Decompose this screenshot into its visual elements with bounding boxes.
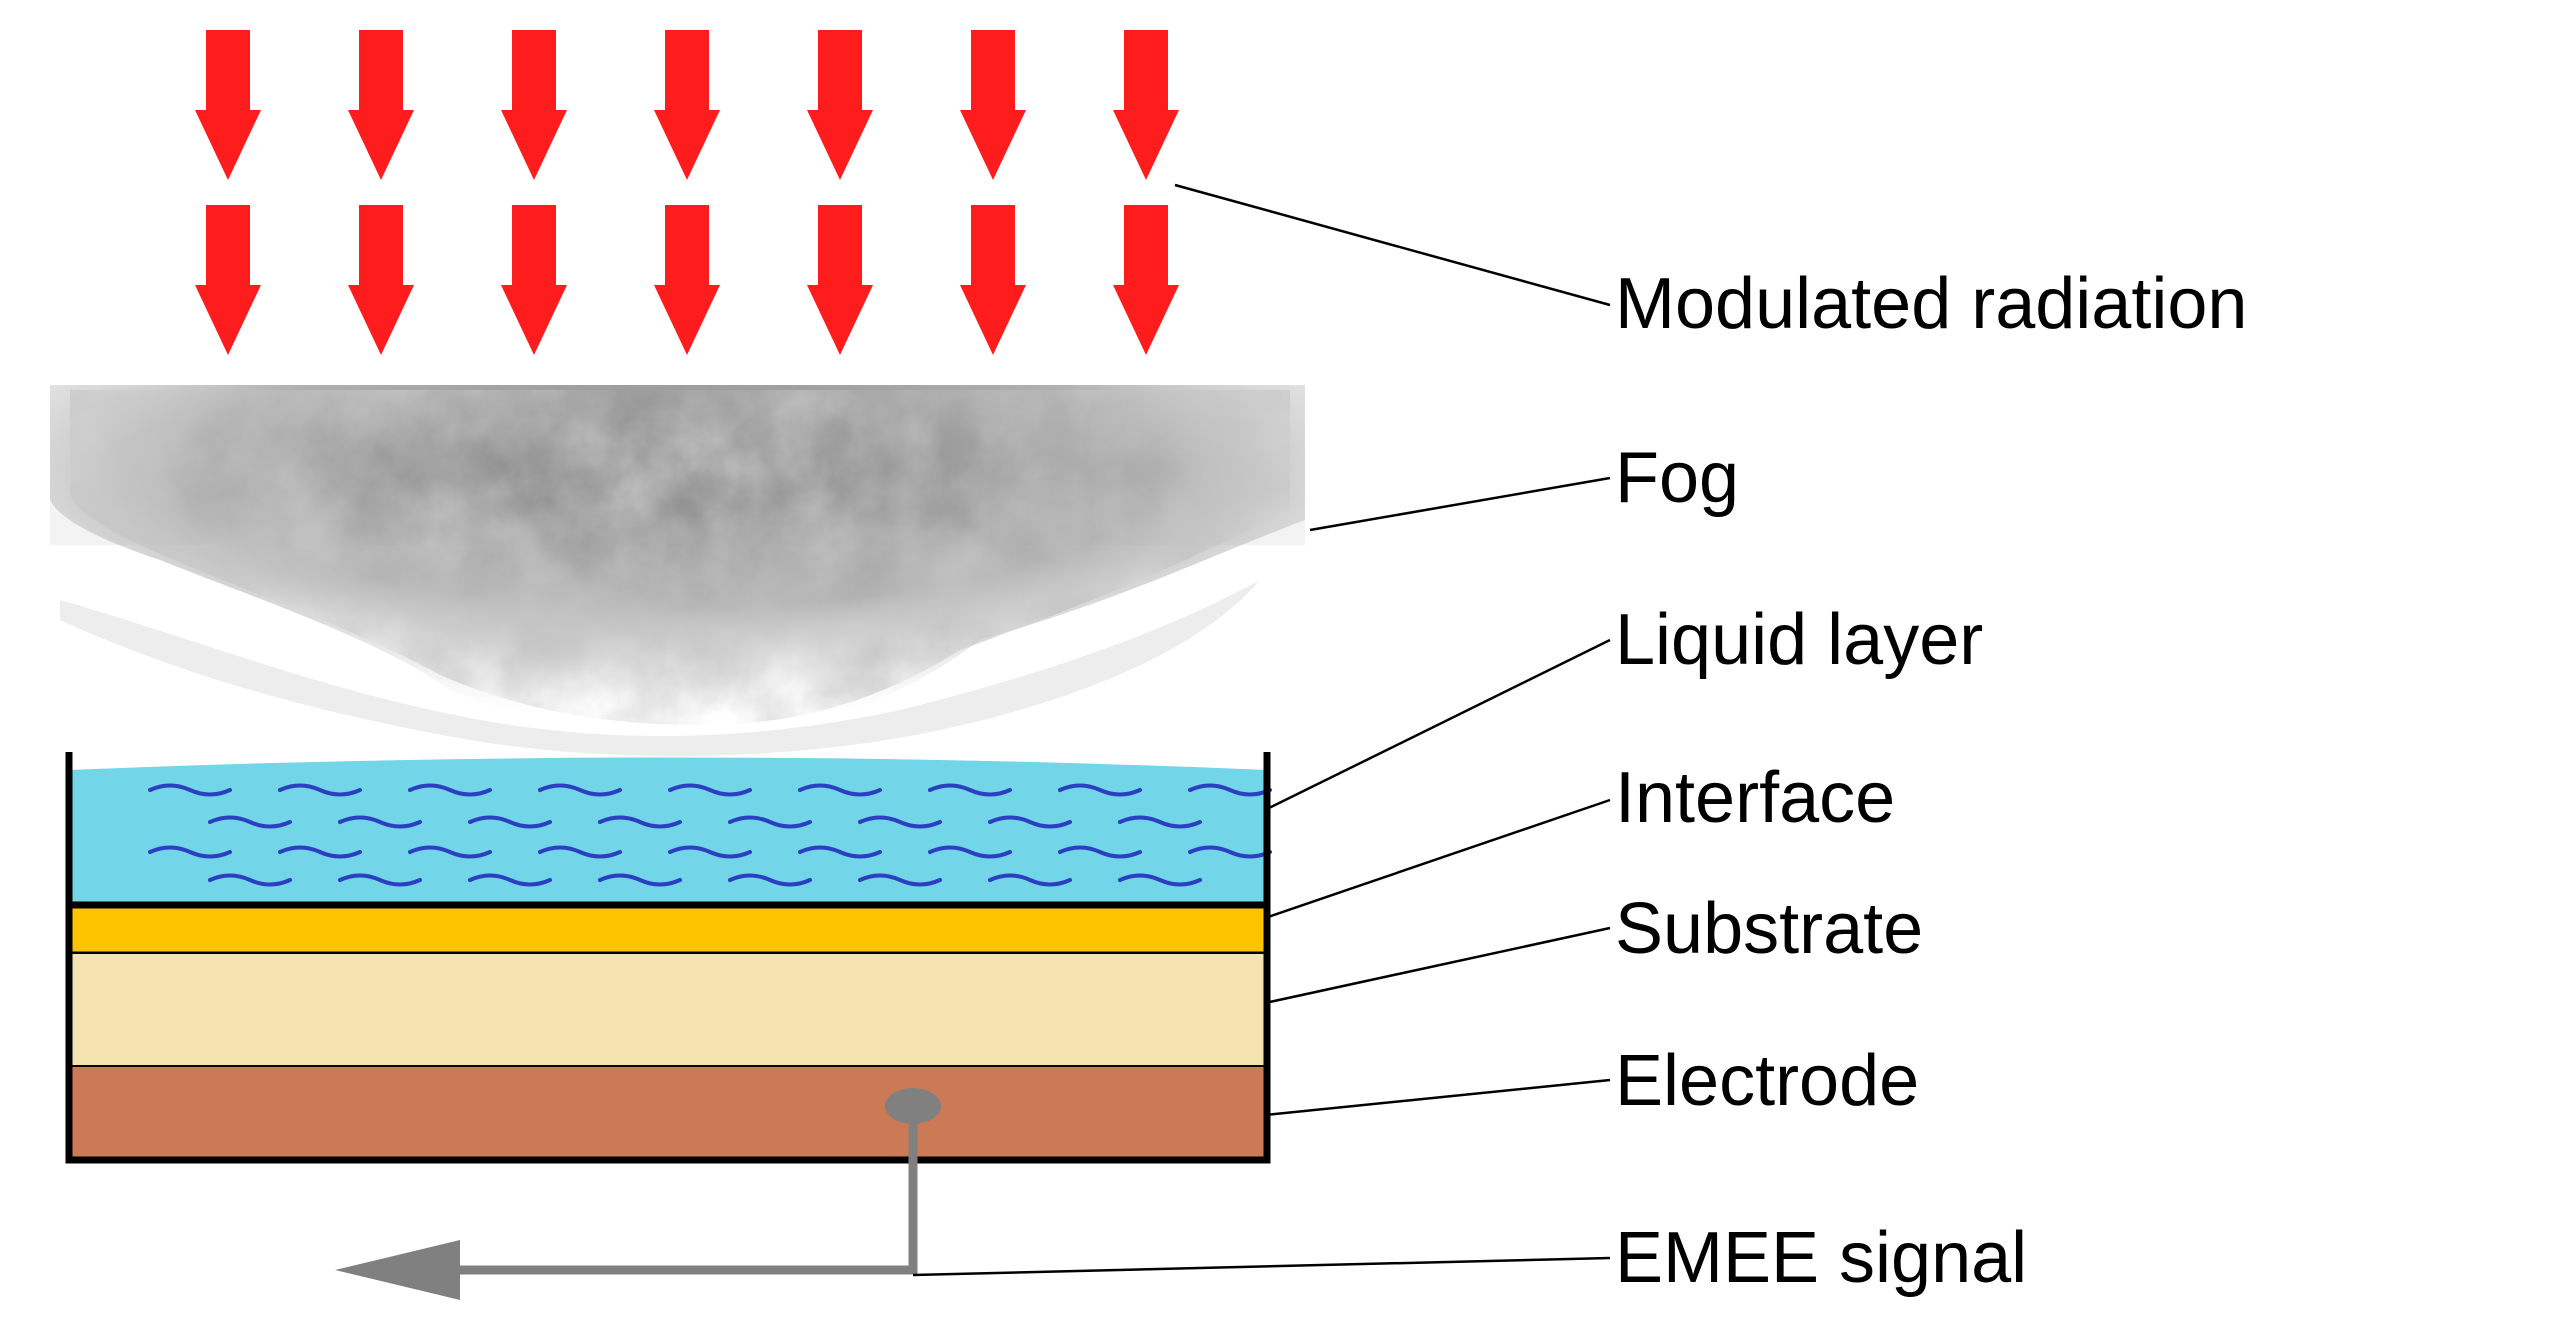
ripple-mark [928,783,1012,797]
radiation-arrow-icon [348,205,414,355]
radiation-arrow-icon [807,205,873,355]
liquid-ripples [148,783,1272,887]
label-emee-signal: EMEE signal [1615,1218,2027,1298]
ripple-mark [988,873,1072,887]
leader-lines [912,183,1611,1277]
leader-interface [1264,798,1611,920]
liquid-layer [69,757,1267,905]
signal-arrow-icon [335,1240,460,1300]
radiation-arrow-icon [348,30,414,180]
ripple-mark [858,815,942,829]
radiation-arrow-icon [501,205,567,355]
radiation-arrow-icon [807,30,873,180]
ripple-mark [208,873,292,887]
ripple-mark [148,845,232,859]
ripple-mark [468,873,552,887]
radiation-arrow-icon [1113,205,1179,355]
leader-fog [1309,476,1611,532]
radiation-arrow-icon [1113,30,1179,180]
label-electrode: Electrode [1615,1041,1919,1121]
ripple-mark [798,783,882,797]
ripple-mark [1058,783,1142,797]
leader-substrate [1264,926,1611,1005]
ripple-mark [468,815,552,829]
electrode-contact-dot [885,1088,941,1124]
ripple-mark [278,845,362,859]
radiation-arrow-icon [501,30,567,180]
ripple-mark [538,845,622,859]
ripple-mark [408,783,492,797]
ripple-mark [278,783,362,797]
leader-electrode [1264,1078,1611,1117]
ripple-mark [668,845,752,859]
radiation-arrow-icon [195,30,261,180]
ripple-mark [338,873,422,887]
radiation-arrow-icon [654,205,720,355]
ripple-mark [1188,845,1272,859]
ripple-mark [338,815,422,829]
interface-layer [69,905,1267,953]
leader-radiation [1174,183,1611,307]
ripple-mark [1118,873,1202,887]
radiation-arrows [195,30,1179,355]
fog-cloud [50,385,1305,757]
ripple-mark [148,783,232,797]
ripple-mark [988,815,1072,829]
fog-texture [70,390,1290,725]
ripple-mark [668,783,752,797]
ripple-mark [208,815,292,829]
ripple-mark [728,873,812,887]
radiation-arrow-icon [195,205,261,355]
radiation-arrow-icon [960,205,1026,355]
ripple-mark [858,873,942,887]
ripple-mark [928,845,1012,859]
ripple-mark [408,845,492,859]
leader-signal [912,1256,1611,1277]
sample-vessel [65,752,1272,1164]
signal-wire [335,1088,941,1300]
label-fog: Fog [1615,438,1739,518]
radiation-arrow-icon [654,30,720,180]
electrode-layer [69,1067,1267,1158]
substrate-layer [69,954,1267,1066]
ripple-mark [798,845,882,859]
label-modulated-radiation: Modulated radiation [1615,264,2247,344]
label-liquid-layer: Liquid layer [1615,600,1983,680]
radiation-arrow-icon [960,30,1026,180]
ripple-mark [1058,845,1142,859]
leader-liquid [1264,638,1611,812]
vessel-outline [65,752,1271,1164]
ripple-mark [598,873,682,887]
ripple-mark [1118,815,1202,829]
label-substrate: Substrate [1615,889,1923,969]
ripple-mark [598,815,682,829]
ripple-mark [728,815,812,829]
ripple-mark [1188,783,1272,797]
label-interface: Interface [1615,758,1895,838]
fog-wisps [60,580,1260,757]
ripple-mark [538,783,622,797]
